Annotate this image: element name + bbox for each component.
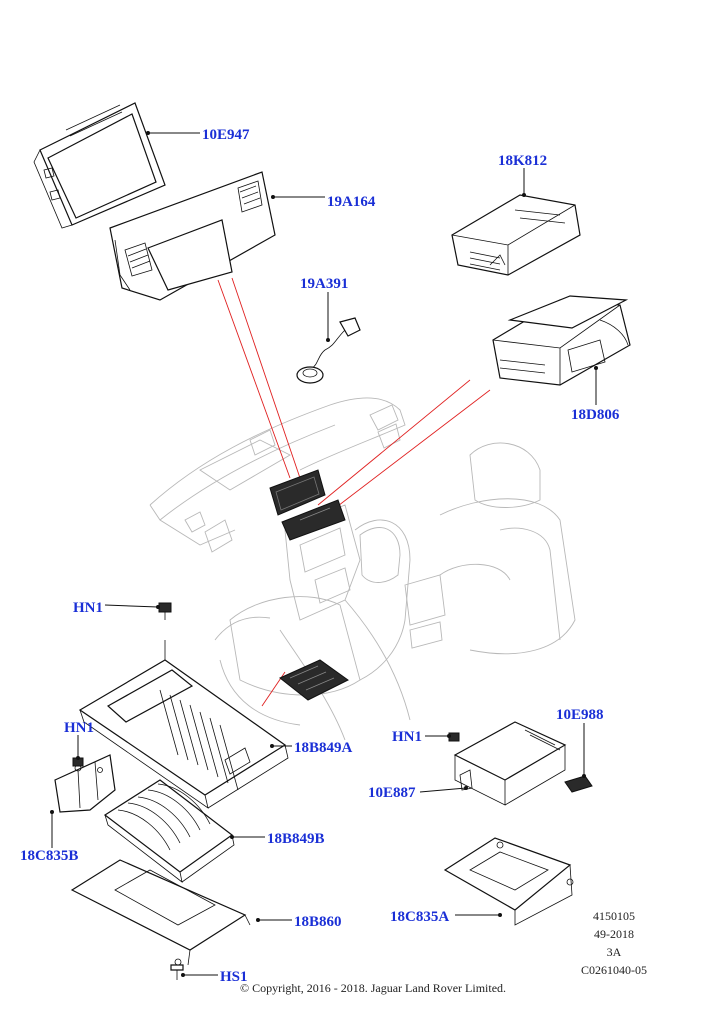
metadata-line-1: 4150105 [593, 909, 635, 923]
metadata-line-3: 3A [607, 945, 622, 959]
callout-10E988: 10E988 [556, 707, 604, 723]
callout-19A391: 19A391 [300, 276, 348, 292]
fastener-hs1 [170, 964, 184, 980]
in-vehicle-display-unit [269, 469, 346, 541]
callout-19A164: 19A164 [327, 194, 376, 210]
copyright-notice: © Copyright, 2016 - 2018. Jaguar Land Ro… [240, 981, 506, 995]
callout-hn1-right: HN1 [392, 729, 422, 745]
fastener-hn1-right [448, 732, 460, 742]
part-18C835A-bracket [443, 837, 574, 926]
part-10E887-module [453, 721, 567, 806]
callout-labels: 10E947 19A164 18K812 19A391 18D806 HN1 H… [20, 127, 620, 985]
callout-18B849A: 18B849A [294, 740, 353, 756]
metadata-line-2: 49-2018 [594, 927, 634, 941]
callout-18C835B: 18C835B [20, 848, 78, 864]
callout-hn1-left: HN1 [64, 720, 94, 736]
callout-18K812: 18K812 [498, 153, 547, 169]
part-10E988-pad [564, 775, 593, 793]
part-19A391-sensor [296, 317, 361, 384]
in-vehicle-amplifier [279, 659, 349, 701]
callout-18D806: 18D806 [571, 407, 620, 423]
part-18B860-bracket [70, 859, 251, 966]
vehicle-interior-outline [149, 397, 576, 741]
callout-10E947: 10E947 [202, 127, 250, 143]
part-18D806-module [492, 295, 631, 386]
part-10E947-display [33, 102, 166, 229]
callout-10E887: 10E887 [368, 785, 416, 801]
metadata-line-4: C0261040-05 [581, 963, 647, 977]
fastener-hn1-top [158, 602, 172, 620]
part-18K812-module [451, 194, 581, 276]
callout-hn1-top: HN1 [73, 600, 103, 616]
drawing-metadata: 4150105 49-2018 3A C0261040-05 [581, 909, 647, 977]
part-19A164-control-panel [109, 171, 276, 301]
part-18C835B-bracket [54, 754, 116, 813]
part-18B849A-amplifier [78, 640, 289, 809]
callout-18C835A: 18C835A [390, 909, 449, 925]
callout-18B860: 18B860 [294, 914, 342, 930]
callout-hs1: HS1 [220, 969, 248, 985]
callout-18B849B: 18B849B [267, 831, 325, 847]
callout-leaders [50, 131, 598, 977]
location-leader-lines [217, 277, 491, 707]
